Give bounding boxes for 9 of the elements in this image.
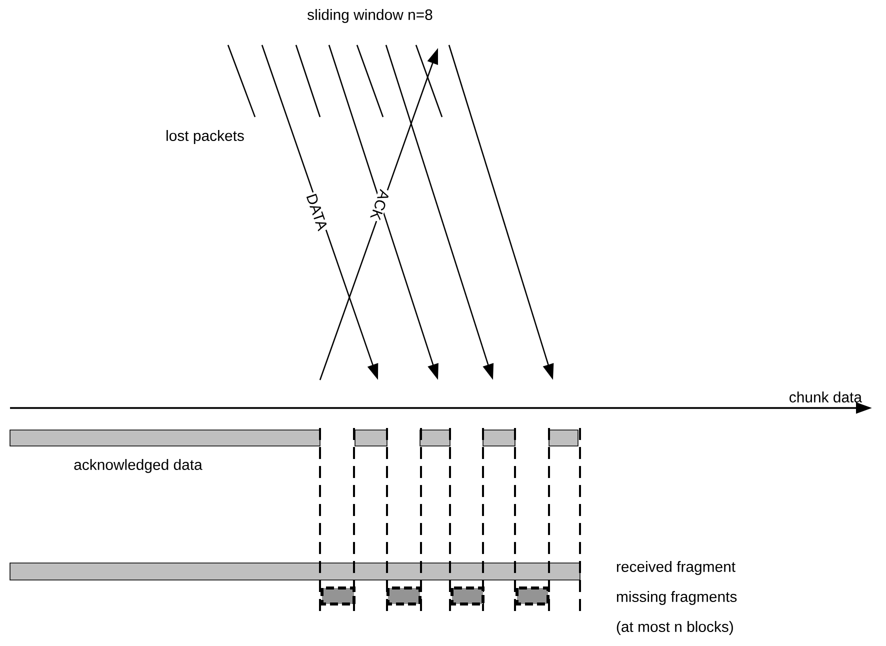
- label-text: lost packets: [166, 130, 244, 144]
- label-text: DATA: [304, 191, 330, 233]
- label-text: sliding window n=8: [308, 9, 432, 23]
- label-text: acknowledged data: [74, 459, 202, 473]
- label-text: (at most n blocks): [616, 621, 733, 635]
- label-text: received fragment: [616, 561, 736, 575]
- label-text: chunk data: [790, 392, 862, 402]
- label-text: ACK: [368, 187, 392, 223]
- label-text: missing fragments: [616, 591, 737, 605]
